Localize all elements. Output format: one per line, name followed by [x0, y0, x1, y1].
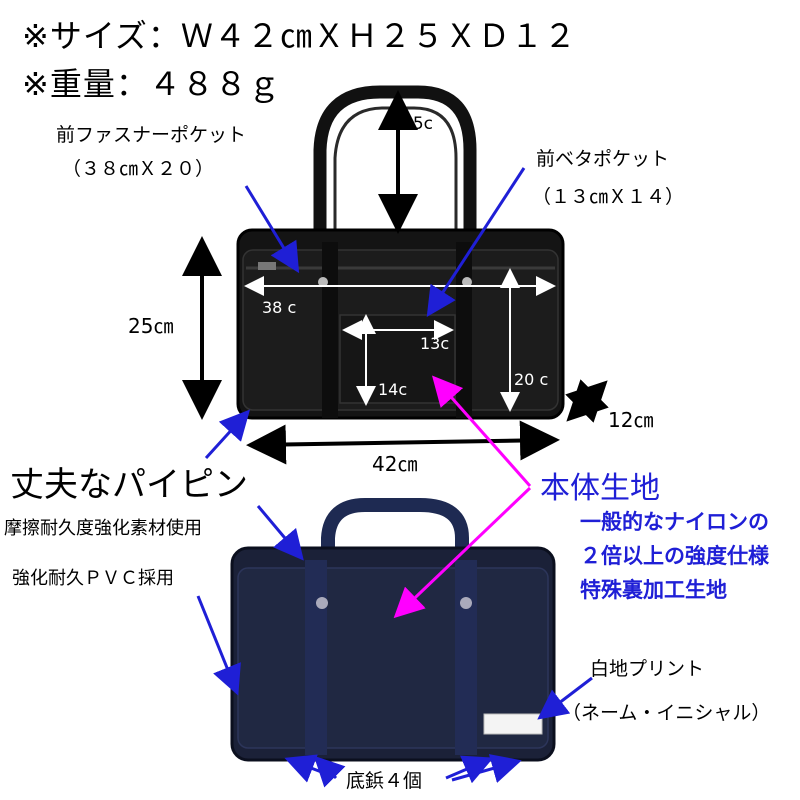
stud-pointer-4	[451, 754, 522, 783]
pvc-label: 強化耐久ＰＶＣ採用	[12, 568, 174, 589]
flat-width-dim: 13c	[420, 334, 450, 353]
abrasion-label: 摩擦耐久度強化素材使用	[4, 518, 202, 539]
front-flat-pocket-size: （１３㎝Ｘ１４）	[532, 186, 685, 208]
stud-pointer-2	[313, 755, 346, 788]
white-print-sub: （ネーム・イニシャル）	[562, 702, 771, 724]
zip-height-dim: 20 c	[514, 370, 549, 389]
front-flat-pocket-label: 前ベタポケット	[536, 148, 670, 170]
pvc-pointer	[196, 595, 241, 696]
handle-dim: 25c	[402, 114, 433, 134]
navy-bag-image	[230, 498, 556, 762]
height-dim: 25㎝	[128, 314, 174, 338]
flat-pocket-pointer	[426, 167, 526, 318]
body-fabric-label: 本体生地	[540, 471, 660, 506]
piping-label: 丈夫なパイピン	[10, 465, 248, 505]
bottom-studs-label: 底鋲４個	[346, 770, 423, 792]
piping-pointer-bottom	[256, 505, 304, 561]
flat-height-dim: 14c	[378, 380, 408, 399]
zip-pocket-pointer	[244, 185, 300, 274]
depth-arrow	[565, 379, 609, 423]
stud-pointer-3	[445, 755, 494, 784]
body-fabric-line1: 一般的なナイロンの	[580, 510, 769, 534]
front-zip-pocket-label: 前ファスナーポケット	[56, 124, 247, 146]
weight-spec: ※重量：４８８ｇ	[22, 65, 281, 103]
fabric-pointer-bottom	[393, 486, 532, 619]
white-print-label: 白地プリント	[590, 658, 705, 680]
body-fabric-line2: ２倍以上の強度仕様	[580, 544, 769, 568]
width-dim: 42㎝	[372, 452, 418, 476]
size-spec: ※サイズ：Ｗ４２㎝ＸＨ２５ＸＤ１２	[22, 17, 577, 55]
body-fabric-line3: 特殊裏加工生地	[580, 578, 727, 602]
piping-pointer-top	[204, 409, 251, 460]
front-zip-pocket-size: （３８㎝Ｘ２０）	[62, 158, 215, 180]
depth-dim: 12㎝	[608, 408, 654, 432]
width-arrow	[246, 420, 560, 465]
zip-width-dim: 38 c	[262, 298, 297, 317]
white-print-pointer	[537, 676, 593, 720]
fabric-pointer-top	[432, 375, 532, 487]
